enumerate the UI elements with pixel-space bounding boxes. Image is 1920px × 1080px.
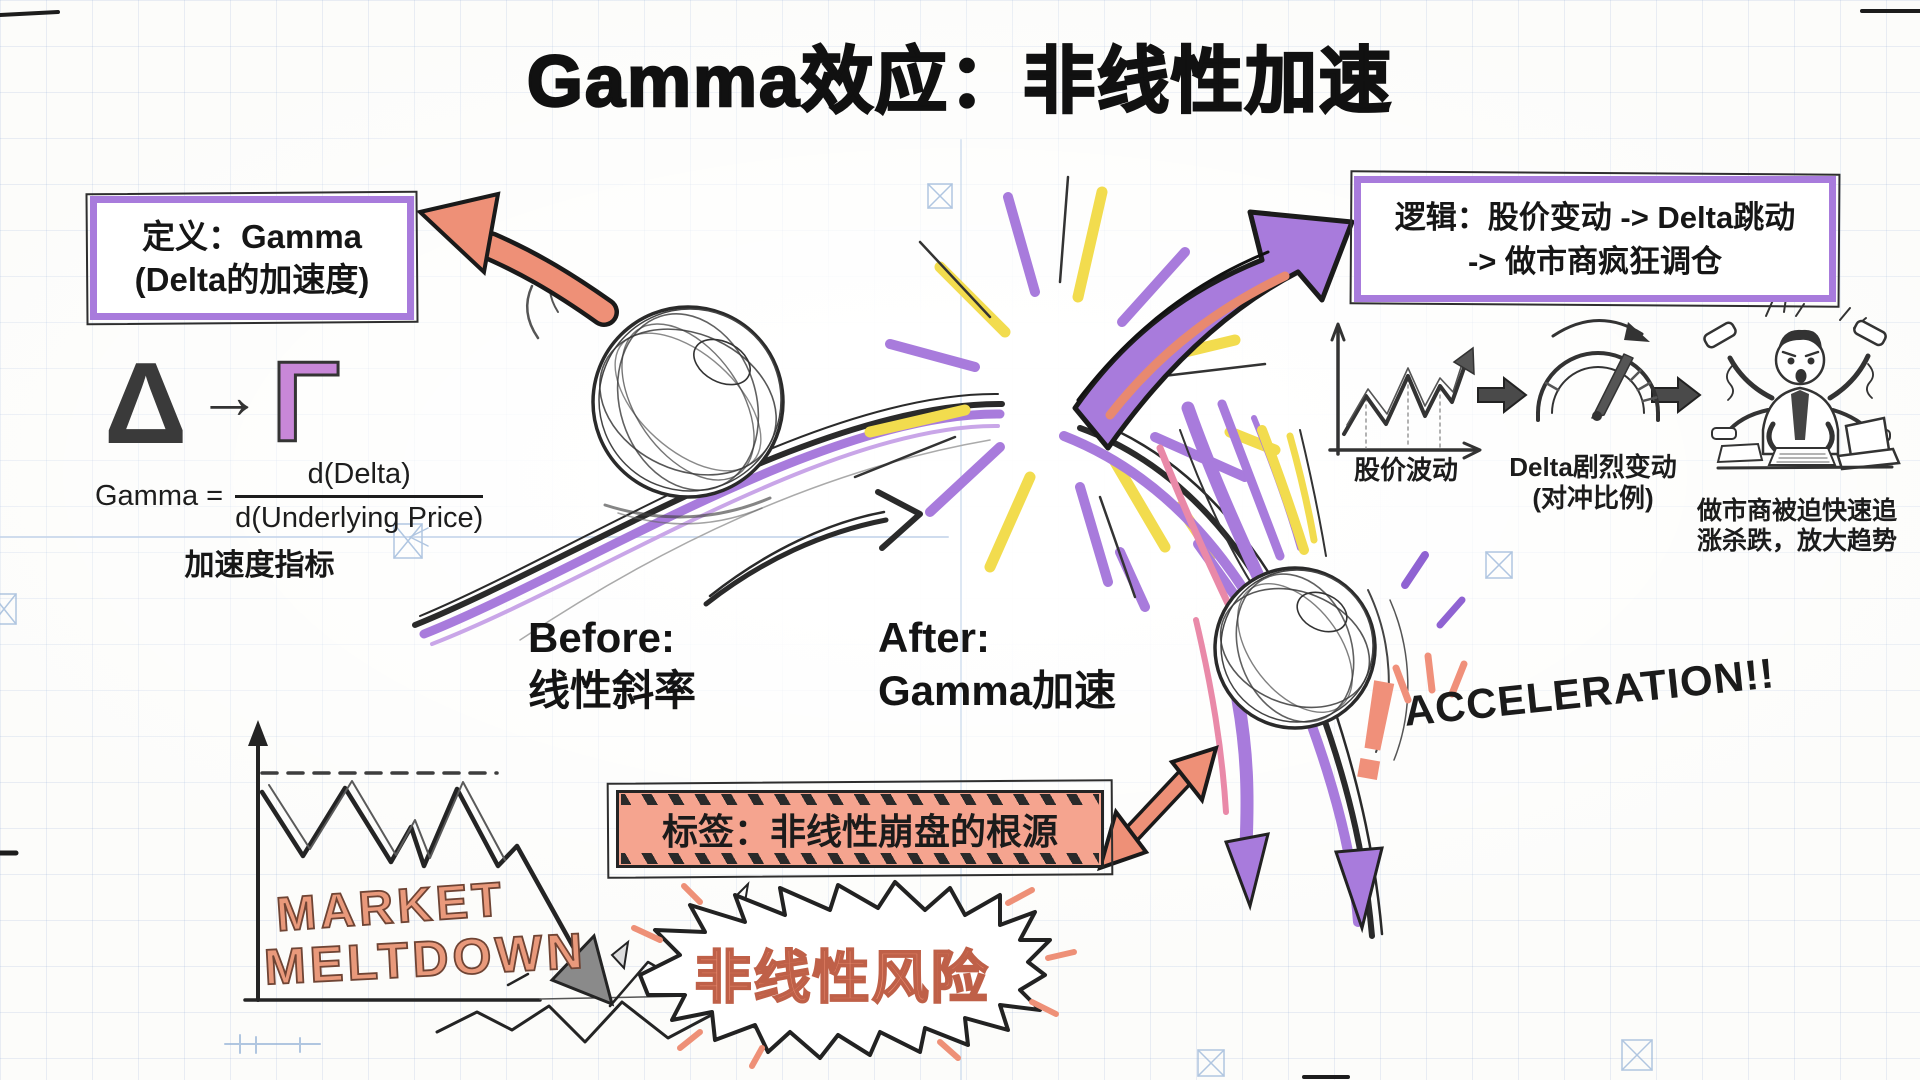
definition-line1: 定义：Gamma [141,218,363,255]
after-label: After: Gamma加速 [878,612,1116,717]
logic-line2: -> 做市商疯狂调仓 [1467,244,1723,280]
step3-label-line2: 涨杀跌，放大趋势 [1696,527,1897,555]
step2-label-line2: (对冲比例) [1532,483,1654,514]
before-label: Before: 线性斜率 [528,612,696,717]
after-line2: Gamma加速 [878,666,1117,714]
before-line1: Before: [528,614,676,661]
formula-numerator: d(Delta) [235,458,484,498]
after-line1: After: [878,614,990,661]
right-arrow-icon: → [197,360,262,432]
logic-line1: 逻辑：股价变动 -> Delta跳动 [1394,200,1796,235]
definition-line2: (Delta的加速度) [134,260,370,298]
page-title: Gamma效应：非线性加速 [526,41,1394,124]
step3-label-line1: 做市商被迫快速追 [1696,497,1897,525]
formula-caption: 加速度指标 [184,549,335,582]
delta-symbol: Δ [104,338,188,468]
definition-box: 定义：Gamma (Delta的加速度) [90,196,414,320]
risk-burst-label: 非线性风险 [694,945,990,1011]
step3-label: 做市商被迫快速追 涨杀跌，放大趋势 [1688,496,1906,556]
step2-label-line1: Delta剧烈变动 [1509,452,1677,482]
gamma-symbol: Γ [270,339,342,466]
tag-box-frame: 标签：非线性崩盘的根源 [616,790,1104,868]
tag-box: 标签：非线性崩盘的根源 [616,790,1104,868]
step1-label: 股价波动 [1353,455,1458,485]
formula-denominator: d(Underlying Price) [235,502,484,534]
logic-box: 逻辑：股价变动 -> Delta跳动 -> 做市商疯狂调仓 [1354,176,1836,302]
before-line2: 线性斜率 [528,666,697,714]
formula-fraction: d(Delta) d(Underlying Price) [235,458,484,535]
step2-label: Delta剧烈变动 (对冲比例) [1498,452,1688,514]
gamma-formula: Gamma = d(Delta) d(Underlying Price) [95,458,484,535]
delta-to-gamma: Δ → Γ [104,338,384,468]
formula-lhs: Gamma = [95,480,224,512]
tag-label: 标签：非线性崩盘的根源 [661,811,1058,852]
